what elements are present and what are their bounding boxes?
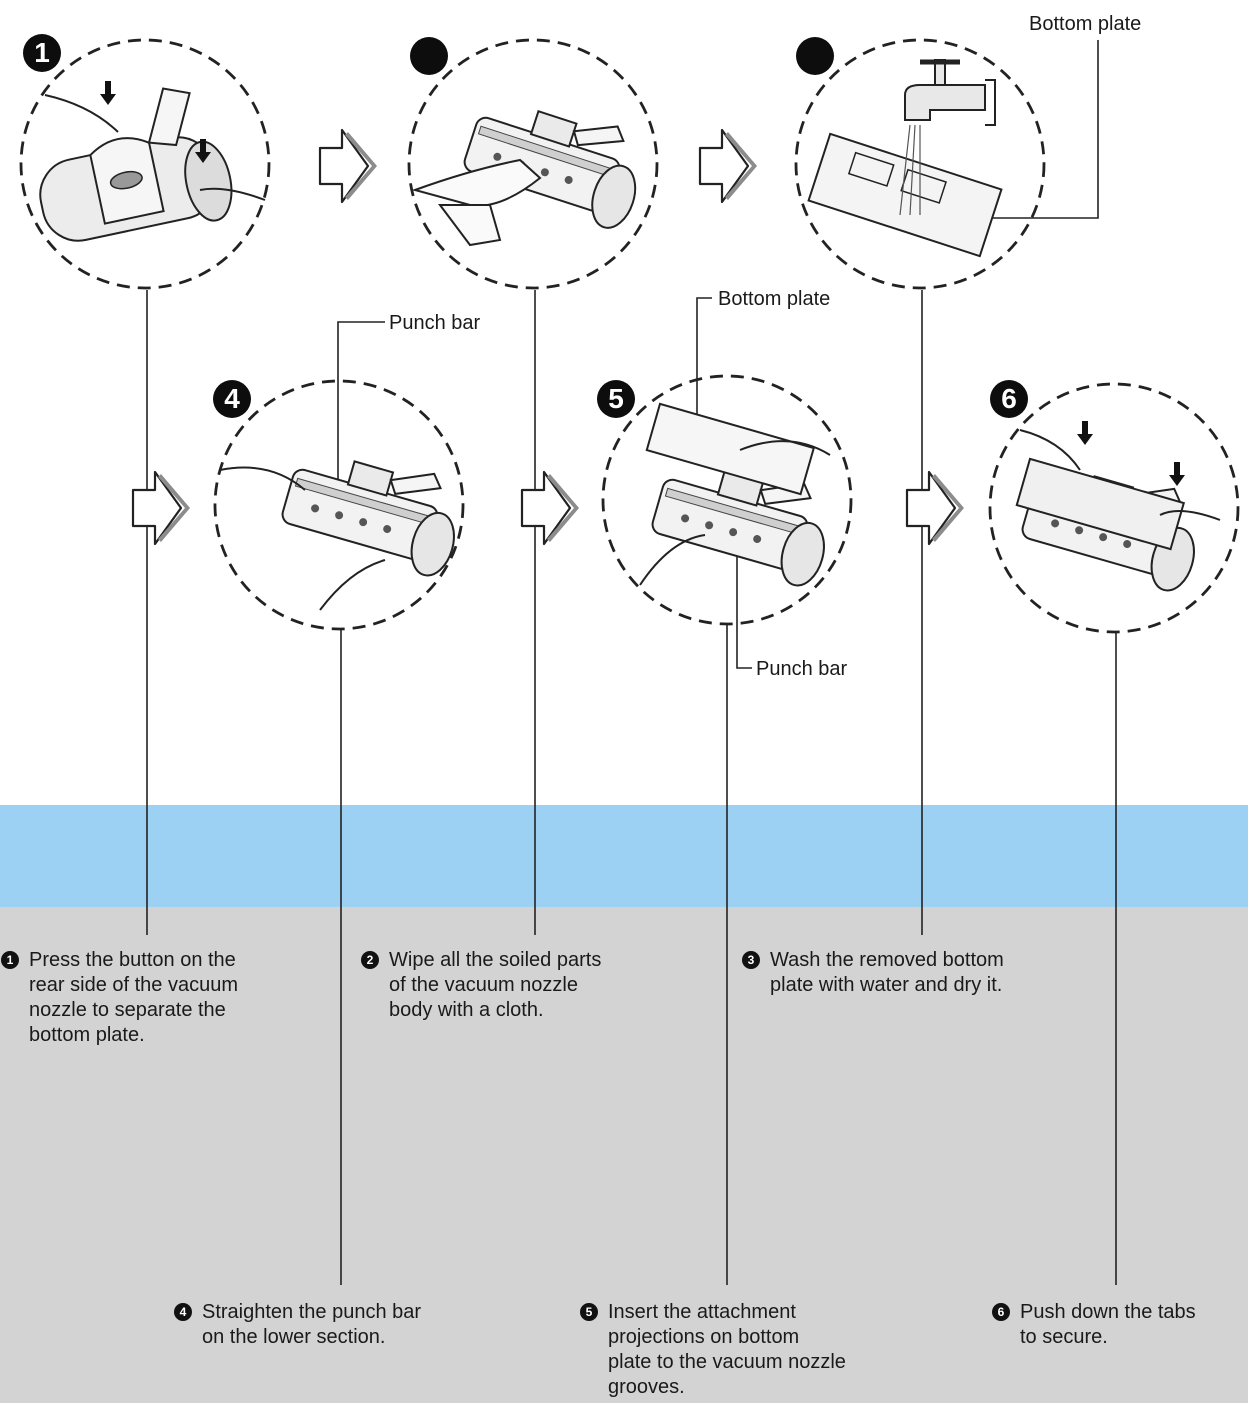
step-4-text: Straighten the punch bar on the lower se… xyxy=(202,1301,422,1348)
step-badge-4: 4 xyxy=(213,380,251,418)
step-badge-5: 5 xyxy=(597,380,635,418)
step-5-description: 5 Insert the attachment projections on b… xyxy=(580,1300,846,1400)
step-circle-6 xyxy=(988,382,1240,634)
right-arrow-icon xyxy=(131,470,192,546)
step-circle-5 xyxy=(601,374,853,626)
step-circle-2 xyxy=(407,38,659,290)
leader-punch-bar-4 xyxy=(337,321,385,500)
callout-bottom-plate-top: Bottom plate xyxy=(1029,13,1142,35)
step-5-text: Insert the attachment projections on bot… xyxy=(608,1301,846,1398)
blue-band xyxy=(0,805,1248,907)
hand-4a xyxy=(219,466,306,491)
leader-punch-bar-5 xyxy=(736,510,752,669)
step-3-description: 3 Wash the removed bottom plate with wat… xyxy=(742,948,1004,998)
scene-5-plate xyxy=(645,402,816,496)
step-5-bullet: 5 xyxy=(580,1303,598,1321)
callout-punch-bar-5: Punch bar xyxy=(756,658,848,680)
step-2-bullet: 2 xyxy=(361,951,379,969)
step-2-text: Wipe all the soiled parts of the vacuum … xyxy=(389,949,602,1021)
step-4-bullet: 4 xyxy=(174,1303,192,1321)
down-arrow-icon xyxy=(1169,462,1185,486)
callout-punch-bar-4: Punch bar xyxy=(389,312,481,334)
down-arrow-icon xyxy=(100,81,116,105)
step-6-bullet: 6 xyxy=(992,1303,1010,1321)
step-3-bullet: 3 xyxy=(742,951,760,969)
step-3-text: Wash the removed bottom plate with water… xyxy=(770,949,1004,996)
right-arrow-icon xyxy=(905,470,966,546)
step-circle-3 xyxy=(794,38,1046,290)
scene-3 xyxy=(807,59,1003,258)
step-1-description: 1 Press the button on the rear side of t… xyxy=(1,948,238,1048)
scene-1 xyxy=(39,87,233,242)
step-4-description: 4 Straighten the punch bar on the lower … xyxy=(174,1300,422,1350)
step-2-description: 2 Wipe all the soiled parts of the vacuu… xyxy=(361,948,602,1023)
down-arrow-icon xyxy=(1077,421,1093,445)
step-6-text: Push down the tabs to secure. xyxy=(1020,1301,1196,1348)
right-arrow-icon xyxy=(318,128,379,204)
step-1-bullet: 1 xyxy=(1,951,19,969)
leader-bottom-plate-mid xyxy=(696,297,712,430)
step-badge-6: 6 xyxy=(990,380,1028,418)
gray-panel xyxy=(0,907,1248,1403)
step-1-text: Press the button on the rear side of the… xyxy=(29,949,238,1046)
hand-1b xyxy=(199,187,266,201)
step-badge-1: 1 xyxy=(23,34,61,72)
step-badge-2 xyxy=(410,37,448,75)
hand-4b xyxy=(319,559,386,611)
leader-bottom-plate-top xyxy=(970,40,1099,219)
step-circle-4 xyxy=(213,379,465,631)
hand-1a xyxy=(44,94,119,133)
right-arrow-icon xyxy=(698,128,759,204)
scene-4-nozzle xyxy=(275,435,472,582)
step-6-description: 6 Push down the tabs to secure. xyxy=(992,1300,1196,1350)
callout-bottom-plate-mid: Bottom plate xyxy=(718,288,831,310)
step-badge-3 xyxy=(796,37,834,75)
step-circle-1 xyxy=(19,38,271,290)
right-arrow-icon xyxy=(520,470,581,546)
